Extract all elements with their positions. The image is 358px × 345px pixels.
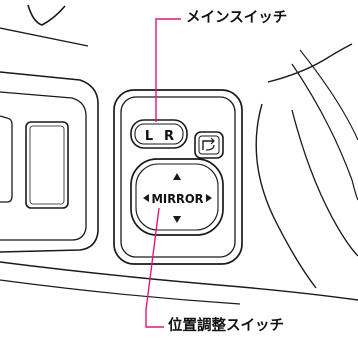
switch-panel-inner [120, 96, 236, 258]
position-switch-callout: 位置調整スイッチ [168, 318, 284, 334]
main-switch-right-label: R [164, 129, 174, 144]
dash-vent-square [25, 121, 69, 209]
trim-curve-top [27, 4, 66, 26]
door-curve-3 [291, 109, 358, 257]
arrow-left-icon [143, 194, 149, 202]
door-curve-2 [255, 103, 317, 289]
main-switch-inner [134, 123, 184, 145]
door-curve-5 [299, 49, 358, 141]
mirror-label: MIRROR [152, 192, 204, 206]
dash-vent-square-inner [29, 125, 65, 205]
arrow-up-icon [173, 173, 181, 180]
door-curve-1 [267, 43, 353, 83]
retract-button-outer [194, 131, 224, 159]
dash-panel-outer [0, 71, 99, 253]
adjust-switch-outer [130, 158, 224, 236]
position-adjust-switch[interactable]: MIRROR [130, 158, 224, 236]
retract-button-inner [198, 135, 220, 155]
main-switch[interactable]: L R [130, 119, 188, 149]
trim-line-upper [0, 27, 89, 47]
dash-panel-inner [0, 91, 87, 241]
main-switch-callout: メインスイッチ [186, 10, 288, 26]
trim-line-lower-2 [0, 279, 241, 305]
main-switch-outer [130, 119, 188, 149]
adjust-switch-inner [135, 163, 219, 231]
mirror-retract-icon [202, 137, 215, 151]
main-switch-left-label: L [145, 129, 153, 144]
position-switch-leader-line [145, 207, 164, 328]
arrow-down-icon [173, 216, 181, 223]
main-switch-leader-line [155, 18, 181, 122]
dash-vent-left [0, 115, 13, 203]
trim-line-lower-1 [0, 261, 358, 301]
door-curve-4 [291, 63, 358, 201]
mirror-retract-button[interactable] [194, 131, 224, 159]
arrow-right-icon [206, 194, 212, 202]
